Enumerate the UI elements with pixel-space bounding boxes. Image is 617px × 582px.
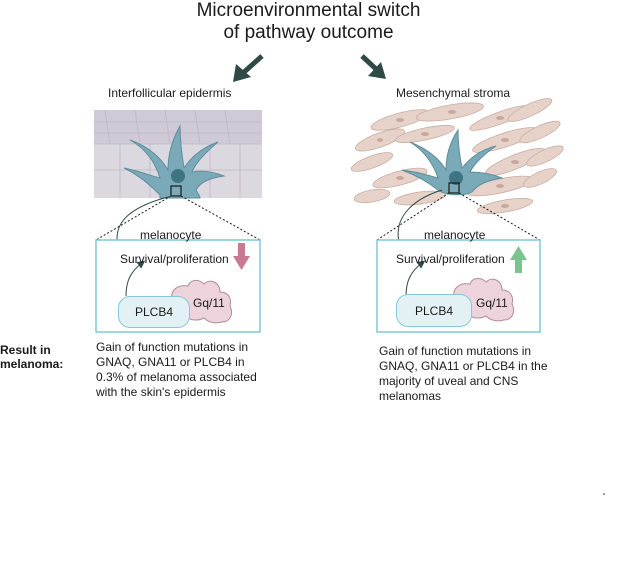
result-label-line-1: Result in <box>0 343 51 357</box>
right-gprotein-label: Gq/11 <box>476 296 508 310</box>
left-cell-label: melanocyte <box>140 228 202 242</box>
right-up-arrow <box>510 246 527 273</box>
left-enzyme-label: PLCB4 <box>134 305 174 319</box>
right-description-line: GNAQ, GNA11 or PLCB4 in the <box>379 359 548 373</box>
left-description: Gain of function mutations in GNAQ, GNA1… <box>96 340 257 400</box>
left-enzyme-plcb4: PLCB4 <box>118 296 190 328</box>
left-melanocyte <box>123 124 226 199</box>
left-panel-heading: Interfollicular epidermis <box>108 86 232 100</box>
left-gprotein-label: Gq/11 <box>193 296 225 310</box>
right-enzyme-label: PLCB4 <box>414 303 454 318</box>
right-enzyme-plcb4: PLCB4 <box>396 294 472 327</box>
right-description-line: majority of uveal and CNS <box>379 374 519 388</box>
arrow-to-epidermis <box>233 54 264 82</box>
title-line-2: of pathway outcome <box>223 22 394 43</box>
right-description: Gain of function mutations in GNAQ, GNA1… <box>379 344 548 404</box>
left-description-line: GNAQ, GNA11 or PLCB4 in <box>96 355 245 369</box>
left-description-line: with the skin's epidermis <box>96 385 226 399</box>
stroma-tissue <box>350 98 564 215</box>
right-panel-heading: Mesenchymal stroma <box>396 86 511 100</box>
arrow-to-stroma <box>360 54 386 79</box>
left-down-arrow <box>233 243 250 270</box>
epidermis-tissue <box>94 109 262 198</box>
right-description-line: melanomas <box>379 389 442 403</box>
result-label: Result in melanoma: <box>0 343 63 371</box>
result-label-line-2: melanoma: <box>0 357 64 371</box>
right-cell-label: melanocyte <box>424 228 486 242</box>
right-effect-label: Survival/proliferation <box>396 252 505 266</box>
right-melanocyte <box>401 128 504 196</box>
left-description-line: Gain of function mutations in <box>96 340 249 354</box>
title-line-1: Microenvironmental switch <box>196 0 421 21</box>
right-description-line: Gain of function mutations in <box>379 344 532 358</box>
left-description-line: 0.3% of melanoma associated <box>96 370 257 384</box>
left-effect-label: Survival/proliferation <box>120 252 229 266</box>
